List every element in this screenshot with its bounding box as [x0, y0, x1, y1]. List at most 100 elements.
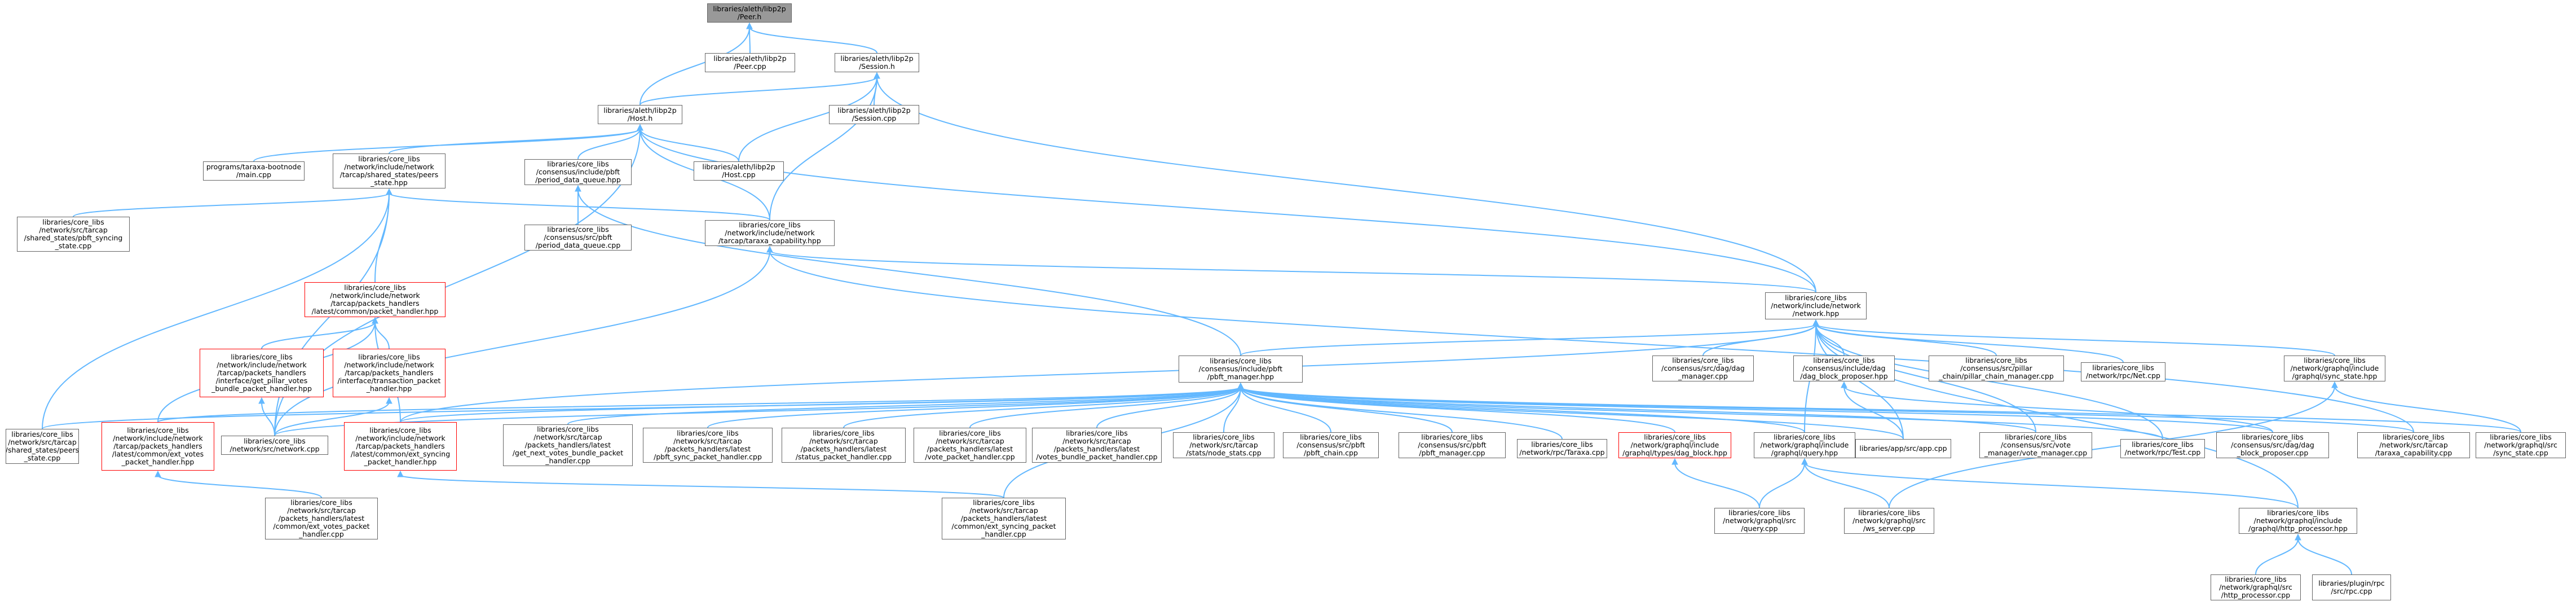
node-label-line: libraries/core_libs [11, 430, 73, 438]
node-label-line: /main.cpp [236, 170, 272, 179]
node-label-line: /network/graphql/src [1852, 516, 1926, 525]
node-label-line: /latest/common/ext_syncing [350, 450, 451, 458]
graph-node-n5[interactable]: libraries/aleth/libp2p/Session.cpp [829, 105, 919, 124]
node-label-line: _handler.cpp [981, 530, 1026, 538]
graph-node-n27[interactable]: libraries/core_libs/network/src/tarcap/p… [503, 424, 633, 466]
node-label-line: libraries/core_libs [547, 225, 609, 234]
node-label-line: /votes_bundle_packet_handler.cpp [1036, 453, 1158, 461]
graph-node-n41[interactable]: libraries/core_libs/consensus/src/dag/da… [2216, 432, 2329, 458]
node-label-line: /pbft_sync_packet_handler.cpp [654, 453, 762, 461]
node-label-line: libraries/core_libs [2490, 433, 2552, 441]
graph-node-n9[interactable]: libraries/core_libs/consensus/include/pb… [524, 159, 632, 185]
node-label-line: /network/graphql/src [2219, 583, 2292, 591]
graph-node-n34[interactable]: libraries/core_libs/consensus/src/pbft/p… [1399, 432, 1506, 458]
arrowhead [386, 188, 392, 195]
edge-n36-n46 [1674, 462, 1760, 508]
graph-node-n36[interactable]: libraries/core_libs/network/graphql/incl… [1618, 432, 1731, 458]
graph-node-n37[interactable]: libraries/core_libs/network/graphql/incl… [1754, 432, 1855, 458]
edge-n22-n27 [567, 387, 1241, 425]
graph-node-n25[interactable]: libraries/core_libs/network/src/network.… [221, 436, 328, 455]
edge-n21-n43 [2334, 385, 2521, 433]
graph-node-n7[interactable]: programs/taraxa-bootnode/main.cpp [203, 161, 305, 181]
node-label-line: _manager.cpp [1678, 372, 1728, 380]
arrowhead [258, 397, 265, 404]
node-label-line: libraries/core_libs [1644, 433, 1706, 441]
edge-n48-n50 [2297, 538, 2352, 575]
graph-node-n18[interactable]: libraries/core_libs/consensus/include/da… [1793, 356, 1895, 381]
graph-node-n30[interactable]: libraries/core_libs/network/src/tarcap/p… [914, 428, 1026, 463]
node-label-line: _state.cpp [24, 454, 61, 462]
edge-n22-n41 [1240, 387, 2273, 433]
node-label-line: _state.hpp [370, 178, 408, 187]
graph-node-n22[interactable]: libraries/core_libs/consensus/include/pb… [1179, 356, 1303, 383]
graph-node-n47[interactable]: libraries/core_libs/network/graphql/src/… [1844, 508, 1934, 534]
node-label-line: /latest/common/packet_handler.hpp [311, 307, 439, 315]
graph-node-n3[interactable]: libraries/aleth/libp2p/Session.h [835, 53, 919, 72]
graph-node-n42[interactable]: libraries/core_libs/network/src/tarcap/t… [2357, 432, 2470, 458]
node-label-line: libraries/core_libs [358, 353, 420, 361]
node-label-line: /network/src/tarcap [809, 437, 878, 445]
node-label-line: /tarcap/packets_handlers [345, 368, 434, 377]
edge-n6-n22 [1240, 323, 1816, 356]
graph-node-n17[interactable]: libraries/core_libs/consensus/src/dag/da… [1652, 356, 1754, 381]
node-label-line: /network/src/tarcap [673, 437, 742, 445]
graph-node-n49[interactable]: libraries/core_libs/network/graphql/src/… [2211, 574, 2301, 600]
graph-node-n45[interactable]: libraries/core_libs/network/src/tarcap/p… [942, 498, 1066, 539]
graph-node-n38[interactable]: libraries/app/src/app.cpp [1855, 439, 1951, 458]
graph-node-n43[interactable]: libraries/core_libs/network/graphql/src/… [2476, 432, 2566, 458]
graph-node-n8[interactable]: libraries/core_libs/network/include/netw… [333, 153, 445, 188]
graph-node-n44[interactable]: libraries/core_libs/network/src/tarcap/p… [265, 498, 378, 539]
node-label-line: _handler.cpp [299, 530, 344, 538]
edge-n22-n24 [157, 387, 1241, 423]
graph-node-n21[interactable]: libraries/core_libs/network/graphql/incl… [2284, 356, 2385, 381]
node-label-line: libraries/aleth/libp2p [702, 163, 775, 171]
graph-node-n19[interactable]: libraries/core_libs/consensus/src/pillar… [1929, 356, 2064, 381]
graph-node-n6[interactable]: libraries/core_libs/network/include/netw… [1765, 292, 1867, 319]
graph-node-n35[interactable]: libraries/core_libs/network/rpc/Taraxa.c… [1517, 439, 1607, 458]
node-label-line: /network/graphql/include [2290, 364, 2379, 372]
graph-node-n28[interactable]: libraries/core_libs/network/src/tarcap/p… [643, 428, 773, 463]
graph-node-n39[interactable]: libraries/core_libs/consensus/src/vote_m… [1979, 432, 2092, 458]
edge-n37-n47 [1804, 462, 1890, 508]
edge-n22-n29 [843, 387, 1241, 428]
node-label-line: /network/src/tarcap [2379, 441, 2448, 449]
graph-node-n13[interactable]: libraries/core_libs/network/include/netw… [705, 220, 835, 246]
node-label-line: /Session.cpp [852, 114, 897, 122]
graph-node-n29[interactable]: libraries/core_libs/network/src/tarcap/p… [782, 428, 906, 463]
graph-node-n10[interactable]: libraries/aleth/libp2p/Host.cpp [694, 161, 784, 181]
graph-node-n46[interactable]: libraries/core_libs/network/graphql/src/… [1714, 508, 1805, 534]
node-label-line: _block_proposer.cpp [2237, 449, 2309, 457]
graph-node-n50[interactable]: libraries/plugin/rpc/src/rpc.cpp [2312, 574, 2391, 600]
graph-node-n14[interactable]: libraries/core_libs/network/include/netw… [305, 282, 445, 317]
graph-node-n24[interactable]: libraries/core_libs/network/include/netw… [102, 422, 214, 471]
node-label-line: /stats/node_stats.cpp [1186, 449, 1261, 457]
edge-n18-n41 [1843, 385, 2273, 433]
node-label-line: libraries/core_libs [1965, 356, 2027, 365]
node-label-line: libraries/core_libs [1300, 433, 1362, 441]
graph-node-n33[interactable]: libraries/core_libs/consensus/src/pbft/p… [1283, 432, 1379, 458]
arrowhead [372, 317, 378, 324]
edge-n37-n46 [1759, 462, 1805, 508]
edge-n6-n21 [1815, 323, 2335, 356]
graph-node-n23[interactable]: libraries/core_libs/network/src/tarcap/s… [6, 429, 79, 464]
edge-n3-n4 [639, 76, 877, 106]
graph-node-n16[interactable]: libraries/core_libs/network/include/netw… [333, 349, 445, 397]
graph-node-n12[interactable]: libraries/core_libs/consensus/src/pbft/p… [524, 225, 632, 251]
graph-node-n32[interactable]: libraries/core_libs/network/src/tarcap/s… [1173, 432, 1274, 458]
graph-node-n4[interactable]: libraries/aleth/libp2p/Host.h [598, 105, 682, 124]
node-label-line: /network/include/network [725, 229, 815, 237]
graph-node-n40[interactable]: libraries/core_libs/network/rpc/Test.cpp [2120, 439, 2205, 458]
node-label-line: /Peer.h [737, 12, 762, 21]
graph-node-n2[interactable]: libraries/aleth/libp2p/Peer.cpp [705, 53, 795, 72]
graph-node-n31[interactable]: libraries/core_libs/network/src/tarcap/p… [1032, 428, 1162, 463]
node-label-line: _state.cpp [55, 242, 92, 250]
graph-node-n26[interactable]: libraries/core_libs/network/include/netw… [344, 422, 457, 471]
graph-node-n11[interactable]: libraries/core_libs/network/src/tarcap/s… [17, 217, 130, 252]
graph-node-n15[interactable]: libraries/core_libs/network/include/netw… [200, 349, 324, 397]
node-label-line: libraries/core_libs [231, 353, 293, 361]
node-label-line: /tarcap/taraxa_capability.hpp [718, 236, 821, 245]
graph-node-n48[interactable]: libraries/core_libs/network/graphql/incl… [2239, 508, 2357, 534]
node-label-line: /network.hpp [1792, 309, 1840, 318]
graph-node-n20[interactable]: libraries/core_libs/network/rpc/Net.cpp [2081, 362, 2165, 381]
